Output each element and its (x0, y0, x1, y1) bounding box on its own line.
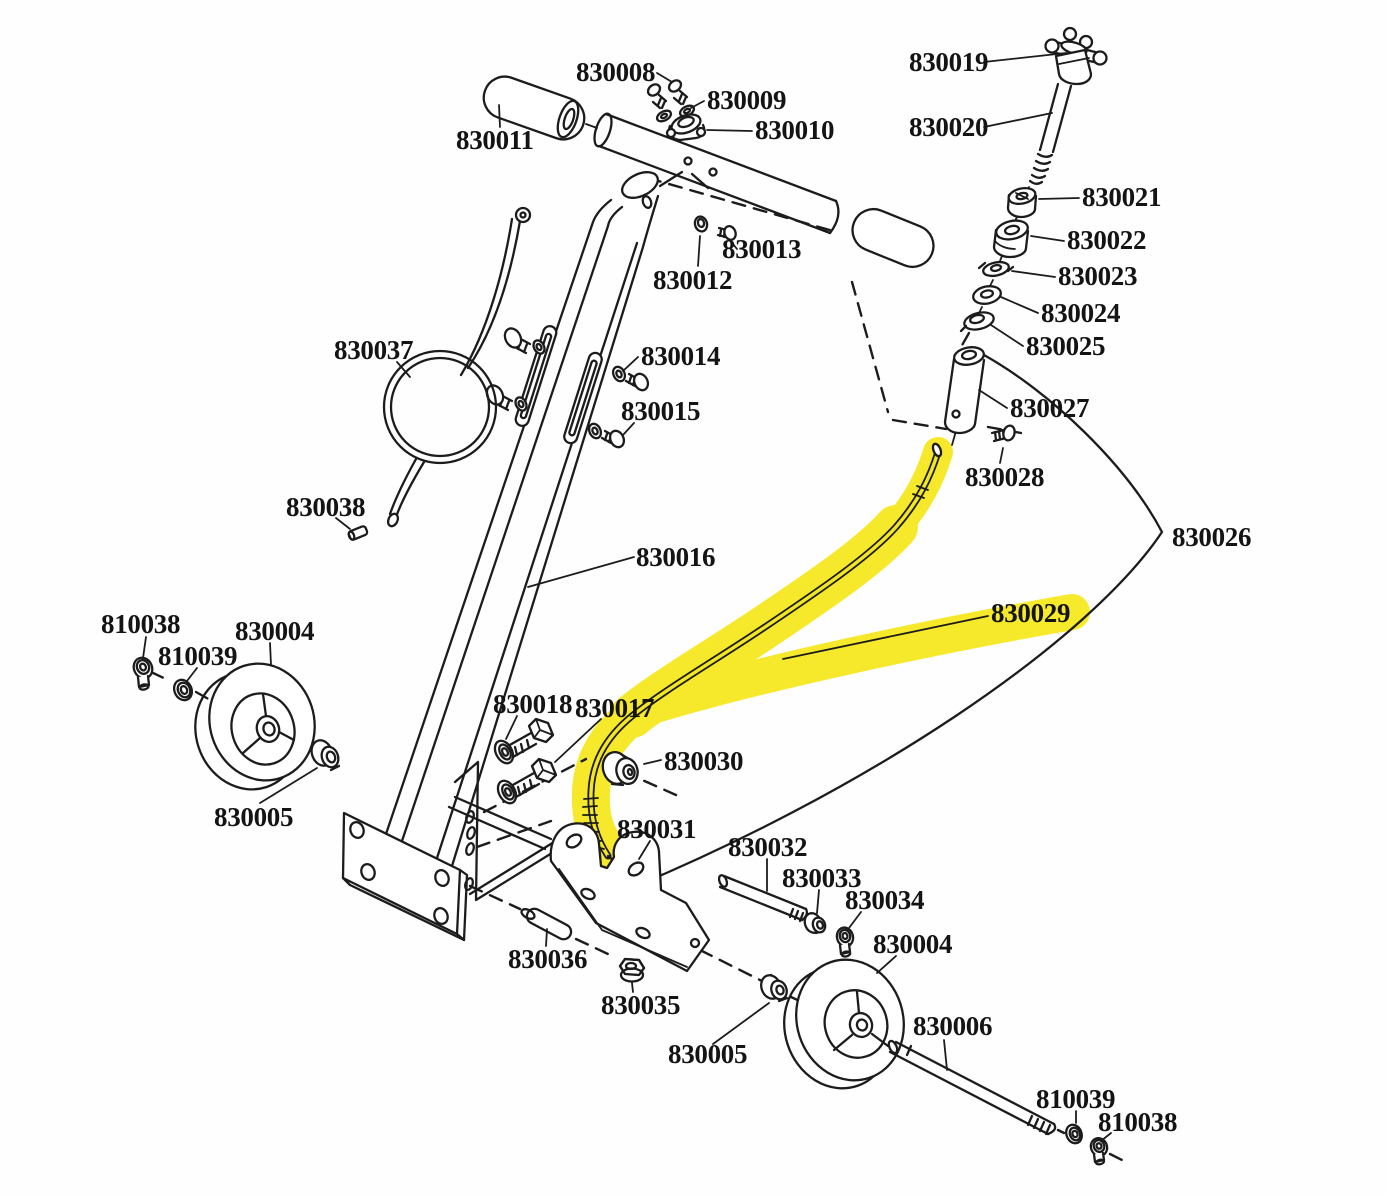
part-label-830008: 830008 (576, 57, 655, 87)
part-axle-830006 (887, 1039, 1057, 1136)
part-label-830032: 830032 (728, 832, 807, 862)
part-axle-830032 (717, 874, 809, 923)
part-bushing-830005-right (760, 973, 789, 1003)
part-lockwasher-830025 (959, 311, 995, 333)
part-label-830005-right: 830005 (668, 1039, 747, 1069)
part-screw-830013 (716, 225, 737, 241)
part-nut-810038-right (1089, 1136, 1109, 1166)
part-spacer-830021 (1006, 186, 1038, 219)
part-pin-830036 (520, 907, 573, 941)
part-cable-830037 (382, 206, 532, 528)
part-screws-830008 (646, 79, 689, 110)
highlighter-mark-830029 (571, 437, 1090, 871)
part-washer-810039-right (1065, 1123, 1083, 1145)
part-bolt-830015 (587, 422, 626, 449)
part-label-830017: 830017 (575, 693, 654, 723)
part-nut-830012 (693, 215, 709, 233)
part-cable-830026 (605, 353, 1164, 900)
label-leader-lines (142, 52, 1112, 1142)
frame-slot-screws (485, 327, 546, 412)
part-bolt-830014 (611, 365, 650, 392)
part-washer-810039-left (172, 678, 194, 702)
part-label-830022: 830022 (1067, 225, 1146, 255)
part-label-830006: 830006 (913, 1011, 992, 1041)
part-label-810039-left: 810039 (158, 641, 237, 671)
part-nut-830034 (835, 926, 855, 958)
part-label-810038-left: 810038 (101, 609, 180, 639)
part-label-830027: 830027 (1010, 393, 1089, 423)
part-roller-830030 (601, 751, 639, 787)
part-bolt-830017 (496, 757, 558, 805)
part-screw-830028 (990, 424, 1016, 443)
part-bushing-830005-left (310, 739, 341, 772)
part-washer-830024 (972, 285, 1002, 305)
part-label-830038: 830038 (286, 492, 365, 522)
part-washer-830023 (977, 260, 1015, 278)
part-label-830019: 830019 (909, 47, 988, 77)
part-label-830033: 830033 (782, 863, 861, 893)
part-label-830015: 830015 (621, 396, 700, 426)
part-tube-830027 (943, 346, 986, 435)
part-bushing-830022 (992, 219, 1030, 259)
part-label-830004-right: 830004 (873, 929, 952, 959)
part-wheel-830004-left (194, 662, 316, 791)
part-label-830021: 830021 (1082, 182, 1161, 212)
part-label-830014: 830014 (641, 341, 720, 371)
part-grip-830011 (482, 75, 586, 141)
part-label-830016: 830016 (636, 542, 715, 572)
part-label-830005-left: 830005 (214, 802, 293, 832)
part-bolt-830020 (1026, 82, 1073, 194)
part-grip-right (851, 207, 935, 269)
part-handlebar-tube (585, 112, 840, 235)
part-nut-830033 (803, 912, 827, 935)
part-label-830035: 830035 (601, 990, 680, 1020)
part-label-830013: 830013 (722, 234, 801, 264)
part-label-830023: 830023 (1058, 261, 1137, 291)
part-label-810039-right: 810039 (1036, 1084, 1115, 1114)
part-label-830020: 830020 (909, 112, 988, 142)
part-washers-830009 (655, 104, 696, 123)
part-label-830009: 830009 (707, 85, 786, 115)
part-label-830029: 830029 (991, 598, 1070, 628)
part-wheel-830004-right (783, 958, 905, 1090)
part-label-830037: 830037 (334, 335, 413, 365)
part-label-830028: 830028 (965, 462, 1044, 492)
part-handle-frame-830016 (341, 156, 718, 942)
part-label-830025: 830025 (1026, 331, 1105, 361)
part-label-830012: 830012 (653, 265, 732, 295)
part-label-830011: 830011 (456, 125, 534, 155)
part-label-830030: 830030 (664, 746, 743, 776)
part-label-830036: 830036 (508, 944, 587, 974)
part-clamp-830010 (665, 113, 707, 142)
part-label-830034: 830034 (845, 885, 924, 915)
part-knob-830019 (1044, 26, 1108, 86)
part-label-830018: 830018 (493, 689, 572, 719)
part-nut-810038-left (132, 656, 154, 691)
part-bracket-830031 (549, 822, 711, 973)
part-labels: 830008 830009 830010 830011 830019 83002… (101, 47, 1252, 1137)
part-label-810038-right: 810038 (1098, 1107, 1177, 1137)
part-label-830010: 830010 (755, 115, 834, 145)
part-label-830026: 830026 (1172, 522, 1251, 552)
part-nut-830035 (618, 957, 646, 983)
part-bolt-830018 (493, 717, 555, 765)
part-label-830004-left: 830004 (235, 616, 314, 646)
part-label-830031: 830031 (617, 814, 696, 844)
part-clip-830038 (347, 525, 369, 541)
part-label-830024: 830024 (1041, 298, 1120, 328)
part-cable-830029 (582, 442, 943, 862)
